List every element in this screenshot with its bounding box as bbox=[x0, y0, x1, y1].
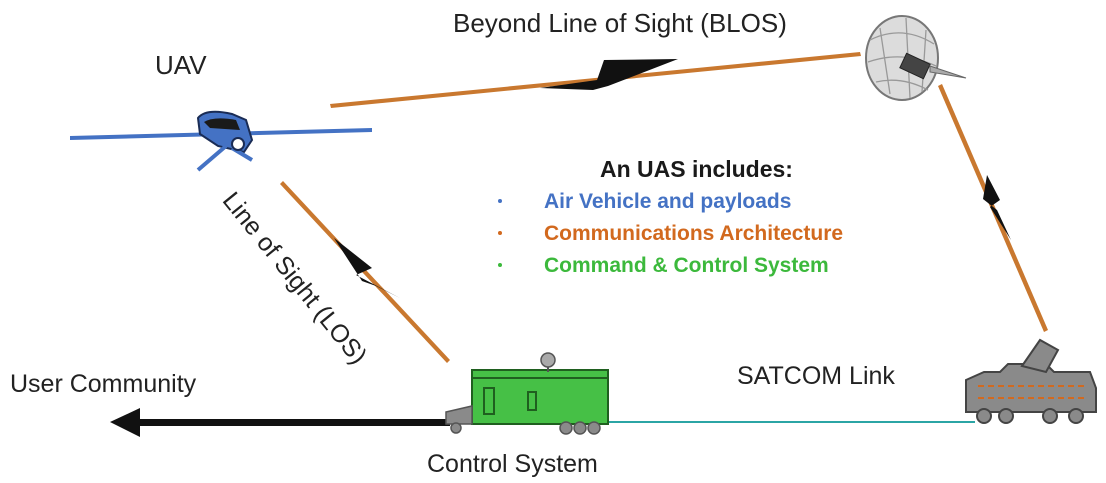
blos-label: Beyond Line of Sight (BLOS) bbox=[453, 8, 787, 38]
uav-icon bbox=[70, 110, 372, 172]
uas-components-legend: An UAS includes: Air Vehicle and payload… bbox=[490, 158, 843, 277]
bullet-icon bbox=[498, 199, 502, 203]
satellite-icon bbox=[865, 15, 967, 101]
legend-item-label: Command & Control System bbox=[544, 253, 829, 277]
bullet-icon bbox=[498, 263, 502, 267]
los-link bbox=[280, 181, 450, 363]
legend-item-label: Air Vehicle and payloads bbox=[544, 189, 792, 213]
legend-item-label: Communications Architecture bbox=[544, 221, 844, 245]
bullet-icon bbox=[498, 231, 502, 235]
uav-label: UAV bbox=[155, 50, 207, 80]
blos-link bbox=[330, 52, 861, 108]
ground-station-icon bbox=[445, 352, 609, 435]
arrow-left-icon bbox=[110, 408, 450, 437]
control-system-label: Control System bbox=[427, 450, 598, 478]
satcom-link bbox=[938, 84, 1048, 332]
user-community-label: User Community bbox=[10, 370, 197, 398]
legend-item-air-vehicle: Air Vehicle and payloads bbox=[490, 189, 843, 213]
satcom-terminal-icon bbox=[965, 338, 1097, 424]
legend-item-communications: Communications Architecture bbox=[490, 221, 843, 245]
legend-item-command-control: Command & Control System bbox=[490, 253, 843, 277]
legend-title: An UAS includes: bbox=[600, 156, 793, 182]
satcom-link-label: SATCOM Link bbox=[737, 362, 895, 390]
